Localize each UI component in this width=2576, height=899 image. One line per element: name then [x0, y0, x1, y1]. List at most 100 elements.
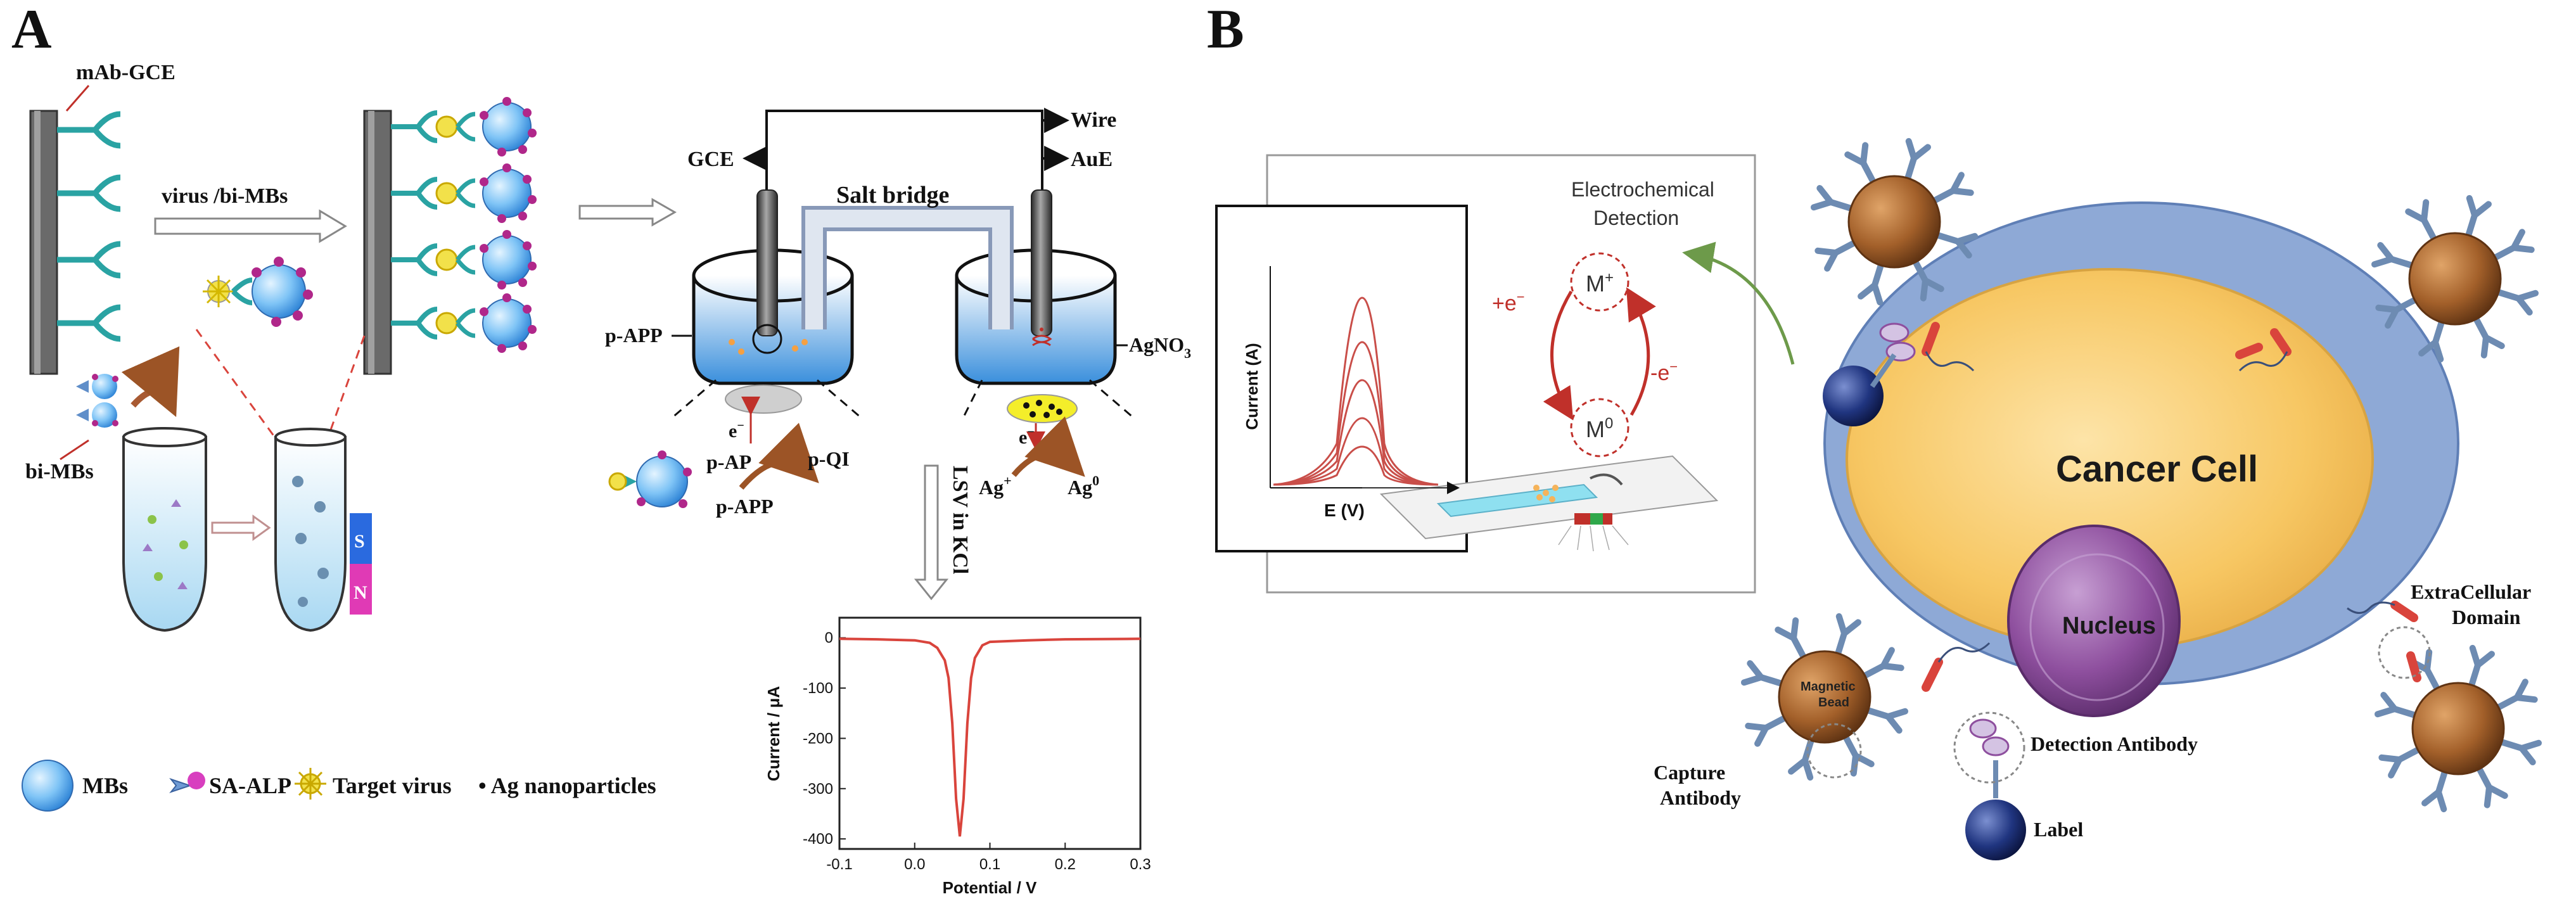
- voltammogram-ylabel: Current (A): [1242, 343, 1261, 430]
- chart-ylabel: Current / μA: [764, 686, 783, 781]
- zoom-lines: [671, 379, 1135, 419]
- virus-bimbs-label: virus /bi-MBs: [162, 184, 288, 208]
- legend-mbs-label: MBs: [82, 773, 128, 798]
- tube-s-label: S: [354, 531, 365, 552]
- tube-n-bar: [350, 564, 372, 615]
- label-text: Label: [2034, 818, 2083, 841]
- legend-target-virus-label: Target virus: [333, 773, 452, 798]
- captured-complex: [391, 163, 537, 223]
- detection-antibody-top: [1870, 322, 1916, 388]
- ag0-label: Ag0: [1068, 473, 1099, 499]
- ag-plus-label: Ag+: [979, 473, 1012, 499]
- plus-e-label: +e−: [1492, 289, 1525, 316]
- tube-s-bar: [350, 513, 372, 564]
- detection-label: Detection: [1593, 207, 1679, 229]
- panel-a-letter: A: [11, 0, 52, 60]
- extracellular-label: ExtraCellular: [2411, 580, 2531, 603]
- cancer-cell: [1823, 201, 2459, 717]
- legend-ag-nano-label: • Ag nanoparticles: [478, 773, 656, 798]
- antibody-label: Antibody: [1660, 786, 1741, 809]
- panel-b: B Current (A) E (V): [1207, 0, 2542, 860]
- x-tick-label: 0.2: [1055, 856, 1076, 873]
- mab-gce-label: mAb-GCE: [76, 61, 175, 84]
- sensor-chip: [1379, 455, 1719, 552]
- legend: MBs SA-ALP Target virus • Ag nanoparticl…: [22, 760, 656, 812]
- y-tick-label: -200: [803, 730, 833, 747]
- m-plus-label: M+: [1586, 269, 1614, 296]
- enzyme-reaction: [608, 385, 819, 508]
- detection-antibody-bottom: [1969, 718, 2010, 798]
- electron-label-left: e−: [729, 419, 744, 442]
- process-arrow-tube: [211, 514, 271, 541]
- process-arrow-2: [578, 198, 677, 227]
- membrane-receptors: [1922, 322, 2421, 692]
- tube-n-label: N: [354, 582, 367, 603]
- magnetic-label: Magnetic: [1801, 680, 1856, 694]
- chart-xlabel: Potential / V: [943, 878, 1037, 897]
- wire-label: Wire: [1071, 108, 1116, 132]
- detection-antibody-label: Detection Antibody: [2031, 732, 2198, 755]
- magnetic-bead: [1740, 613, 1909, 781]
- label-sphere-top: [1823, 366, 1884, 426]
- callout-circles: [1806, 626, 2431, 784]
- captured-complex: [391, 97, 537, 156]
- bi-mbs-label: bi-MBs: [25, 460, 94, 483]
- lsv-label: LSV in KCl: [948, 466, 972, 574]
- magnetic-bead: [2371, 194, 2539, 363]
- x-tick-label: 0.3: [1130, 856, 1151, 873]
- panel-a: A mAb-GCE virus /bi-MBs: [11, 0, 1191, 897]
- label-sphere-bottom: [1965, 800, 2026, 860]
- magnetic-bead: [1810, 137, 1979, 306]
- m0-label: M0: [1586, 415, 1613, 442]
- voltammogram-xlabel: E (V): [1324, 501, 1365, 520]
- bi-mbs-icon: [76, 346, 180, 428]
- cancer-cell-label: Cancer Cell: [2056, 449, 2258, 490]
- redox-cycle: [1543, 252, 1656, 457]
- tube-right: [274, 428, 347, 632]
- captured-complex: [391, 230, 537, 290]
- y-tick-label: -300: [803, 781, 833, 798]
- p-qi-label: p-QI: [808, 447, 850, 470]
- captured-complex: [391, 293, 537, 353]
- virus-mb-complex: [203, 257, 313, 327]
- electrochemical-cell: [692, 108, 1117, 385]
- lsv-arrow: [914, 464, 949, 601]
- lsv-chart: -0.1 0.0 0.1 0.2 0.3 0 -100 -200 -300 -400 Potent…: [764, 616, 1151, 897]
- capture-label: Capture: [1654, 761, 1725, 784]
- aue-label: AuE: [1071, 148, 1113, 171]
- salt-bridge-label: Salt bridge: [836, 182, 949, 208]
- electron-label-right: e−: [1019, 425, 1035, 448]
- gce-label: GCE: [687, 148, 734, 171]
- legend-mbs-icon: [22, 760, 73, 812]
- nucleus-label: Nucleus: [2062, 613, 2156, 639]
- process-arrow-1: [154, 209, 347, 243]
- tube-left: [122, 427, 207, 632]
- legend-sa-alp-label: SA-ALP: [209, 773, 291, 798]
- electrochemical-label: Electrochemical: [1571, 178, 1714, 201]
- minus-e-label: -e−: [1650, 359, 1678, 385]
- agno3-label: AgNO3: [1129, 333, 1191, 361]
- y-tick-label: -100: [803, 680, 833, 697]
- x-tick-label: 0.1: [979, 856, 1000, 873]
- p-ap-label: p-AP: [706, 450, 751, 473]
- membrane-tethers: [1925, 351, 2395, 663]
- lsv-series-line: [839, 637, 1141, 837]
- magnetic-bead: [2374, 644, 2542, 813]
- y-tick-label: -400: [803, 831, 833, 848]
- panel-b-letter: B: [1207, 0, 1244, 60]
- magnetic-beads: [1740, 137, 2542, 813]
- p-app-left-label: p-APP: [605, 324, 663, 347]
- chart-frame: [838, 616, 1142, 850]
- x-tick-label: 0.0: [904, 856, 925, 873]
- x-tick-label: -0.1: [826, 856, 852, 873]
- captured-electrode: [363, 110, 392, 375]
- domain-label: Domain: [2452, 606, 2521, 628]
- voltammogram-curves: [1273, 296, 1439, 486]
- y-tick-label: 0: [825, 630, 833, 647]
- bead-label: Bead: [1818, 696, 1849, 710]
- silver-reaction: [1007, 394, 1085, 477]
- mab-gce-electrode: [29, 110, 121, 375]
- green-arrow: [1682, 241, 1795, 365]
- p-app-bottom-label: p-APP: [716, 495, 774, 518]
